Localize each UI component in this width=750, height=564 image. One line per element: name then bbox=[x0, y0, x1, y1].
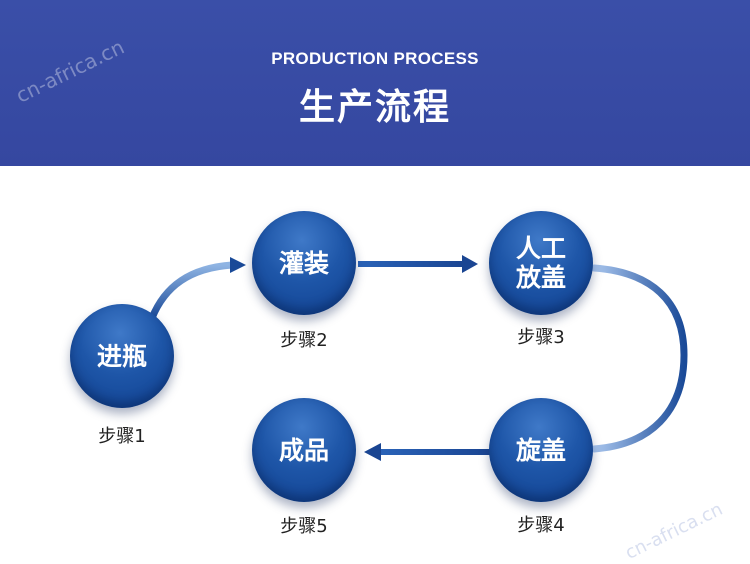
step-node-2-label: 灌装 bbox=[278, 248, 329, 278]
step-caption-4: 步骤4 bbox=[517, 515, 565, 536]
step-caption-3: 步骤3 bbox=[517, 327, 565, 348]
step-node-2: 灌装 bbox=[252, 211, 356, 315]
arrowhead-4-5 bbox=[364, 443, 381, 461]
connector-4-5 bbox=[380, 449, 490, 455]
arrowhead-1-2 bbox=[230, 257, 246, 273]
step-caption-2: 步骤2 bbox=[280, 330, 328, 351]
arrowhead-2-3 bbox=[462, 255, 478, 273]
step-node-1: 进瓶 bbox=[70, 304, 174, 408]
step-node-4: 旋盖 bbox=[489, 398, 593, 502]
step-node-3-label: 人工放盖 bbox=[515, 234, 566, 292]
step-node-1-label: 进瓶 bbox=[96, 341, 147, 371]
step-caption-5: 步骤5 bbox=[280, 516, 328, 537]
step-node-3: 人工放盖 bbox=[489, 211, 593, 315]
step-node-4-label: 旋盖 bbox=[515, 435, 566, 465]
step-caption-1: 步骤1 bbox=[98, 426, 146, 447]
connector-3-4 bbox=[590, 264, 688, 453]
connector-1-2 bbox=[148, 261, 236, 322]
connector-2-3 bbox=[358, 261, 464, 267]
step-node-5-label: 成品 bbox=[278, 435, 329, 465]
page-subtitle: PRODUCTION PROCESS bbox=[271, 49, 479, 68]
step-node-5: 成品 bbox=[252, 398, 356, 502]
header-banner: cn-africa.cn PRODUCTION PROCESS 生产流程 bbox=[0, 0, 750, 166]
page-title: 生产流程 bbox=[298, 87, 451, 128]
